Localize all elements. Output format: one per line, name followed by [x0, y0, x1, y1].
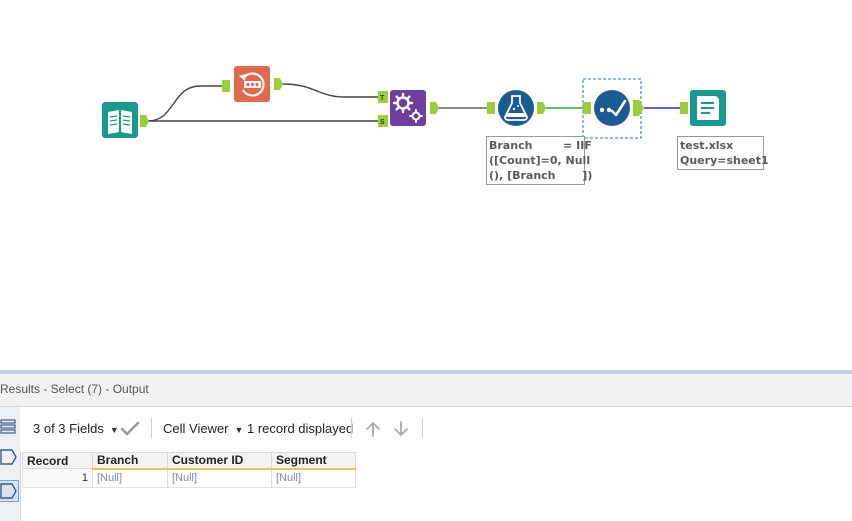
- results-toolbar: 3 of 3 Fields ▼ Cell Viewer ▼ 1 record dis…: [20, 407, 852, 451]
- input-output-anchor[interactable]: [140, 115, 149, 127]
- branch-cell[interactable]: [Null]: [92, 468, 168, 488]
- panel-splitter[interactable]: [0, 370, 852, 374]
- formula-output-anchor[interactable]: [537, 102, 546, 114]
- arrow-down-icon[interactable]: [392, 419, 410, 439]
- table-row[interactable]: 1 [Null] [Null] [Null]: [22, 468, 356, 488]
- flask-icon: [504, 95, 528, 121]
- toolbar-separator: [151, 418, 152, 438]
- table-header-row: Record Branch Customer ID Segment: [22, 452, 356, 470]
- connector-input-to-sample[interactable]: [147, 85, 222, 122]
- gears-icon: [392, 92, 423, 123]
- customer-id-cell[interactable]: [Null]: [167, 468, 272, 488]
- output-anchor-icon[interactable]: [0, 480, 19, 502]
- column-header-customer-id[interactable]: Customer ID: [167, 452, 272, 470]
- formula-annotation: Branch = IIF ([Count]=0, Null (), [Branc…: [486, 136, 592, 185]
- results-side-strip: [0, 407, 21, 521]
- fields-dropdown[interactable]: 3 of 3 Fields ▼: [33, 421, 119, 436]
- select-tool[interactable]: [594, 90, 630, 126]
- column-header-record[interactable]: Record: [22, 452, 93, 469]
- results-body: 3 of 3 Fields ▼ Cell Viewer ▼ 1 record dis…: [0, 406, 852, 521]
- join-anchor-label-s: S: [380, 119, 385, 126]
- segment-cell[interactable]: [Null]: [271, 468, 356, 488]
- checkmark-icon: [599, 99, 627, 117]
- results-panel: Results - Select (7) - Output 3 of 3 Fie…: [0, 374, 852, 521]
- record-number-cell: 1: [22, 468, 93, 488]
- sample-output-anchor[interactable]: [274, 78, 283, 90]
- workflow-diagram: T S: [102, 66, 726, 139]
- chevron-down-icon: ▼: [234, 425, 244, 435]
- sample-input-anchor[interactable]: [222, 80, 230, 92]
- join-input-anchor-s[interactable]: [378, 115, 388, 127]
- output-data-tool[interactable]: [690, 90, 726, 126]
- fields-dropdown-label: 3 of 3 Fields: [33, 421, 104, 436]
- chevron-down-icon: ▼: [109, 425, 119, 435]
- output-annotation: test.xlsx Query=sheet1: [677, 136, 769, 170]
- select-input-anchor[interactable]: [583, 102, 591, 114]
- checkmark-apply-icon[interactable]: [120, 421, 140, 437]
- select-output-anchor[interactable]: [633, 100, 644, 116]
- workflow-canvas[interactable]: T S: [0, 0, 852, 370]
- connector-sample-to-join[interactable]: [281, 83, 378, 98]
- document-icon: [697, 96, 719, 120]
- results-grid[interactable]: Record Branch Customer ID Segment 1 [Nul…: [22, 452, 356, 488]
- cell-viewer-label: Cell Viewer: [163, 421, 229, 436]
- toolbar-separator: [351, 418, 352, 438]
- cell-viewer-dropdown[interactable]: Cell Viewer ▼: [163, 421, 243, 436]
- record-count-status: 1 record displayed: [247, 421, 354, 436]
- results-title: Results - Select (7) - Output: [0, 382, 149, 396]
- formula-tool[interactable]: [498, 90, 534, 126]
- list-view-icon[interactable]: [0, 417, 18, 437]
- sample-tool[interactable]: [234, 66, 270, 102]
- input-anchor-icon[interactable]: [0, 447, 18, 467]
- toolbar-separator: [422, 418, 423, 438]
- formula-input-anchor[interactable]: [487, 102, 495, 114]
- book-icon: [108, 110, 132, 134]
- join-input-anchor-t[interactable]: [378, 91, 388, 103]
- join-multiple-tool[interactable]: [390, 90, 426, 126]
- input-data-tool[interactable]: [102, 102, 138, 138]
- join-output-anchor[interactable]: [430, 102, 439, 114]
- join-anchor-label-t: T: [380, 95, 385, 102]
- sample-icon: [239, 72, 265, 97]
- column-header-branch[interactable]: Branch: [92, 452, 168, 470]
- results-table: Record Branch Customer ID Segment 1 [Nul…: [22, 452, 356, 488]
- output-input-anchor[interactable]: [680, 102, 688, 114]
- arrow-up-icon[interactable]: [364, 419, 382, 439]
- column-header-segment[interactable]: Segment: [271, 452, 356, 470]
